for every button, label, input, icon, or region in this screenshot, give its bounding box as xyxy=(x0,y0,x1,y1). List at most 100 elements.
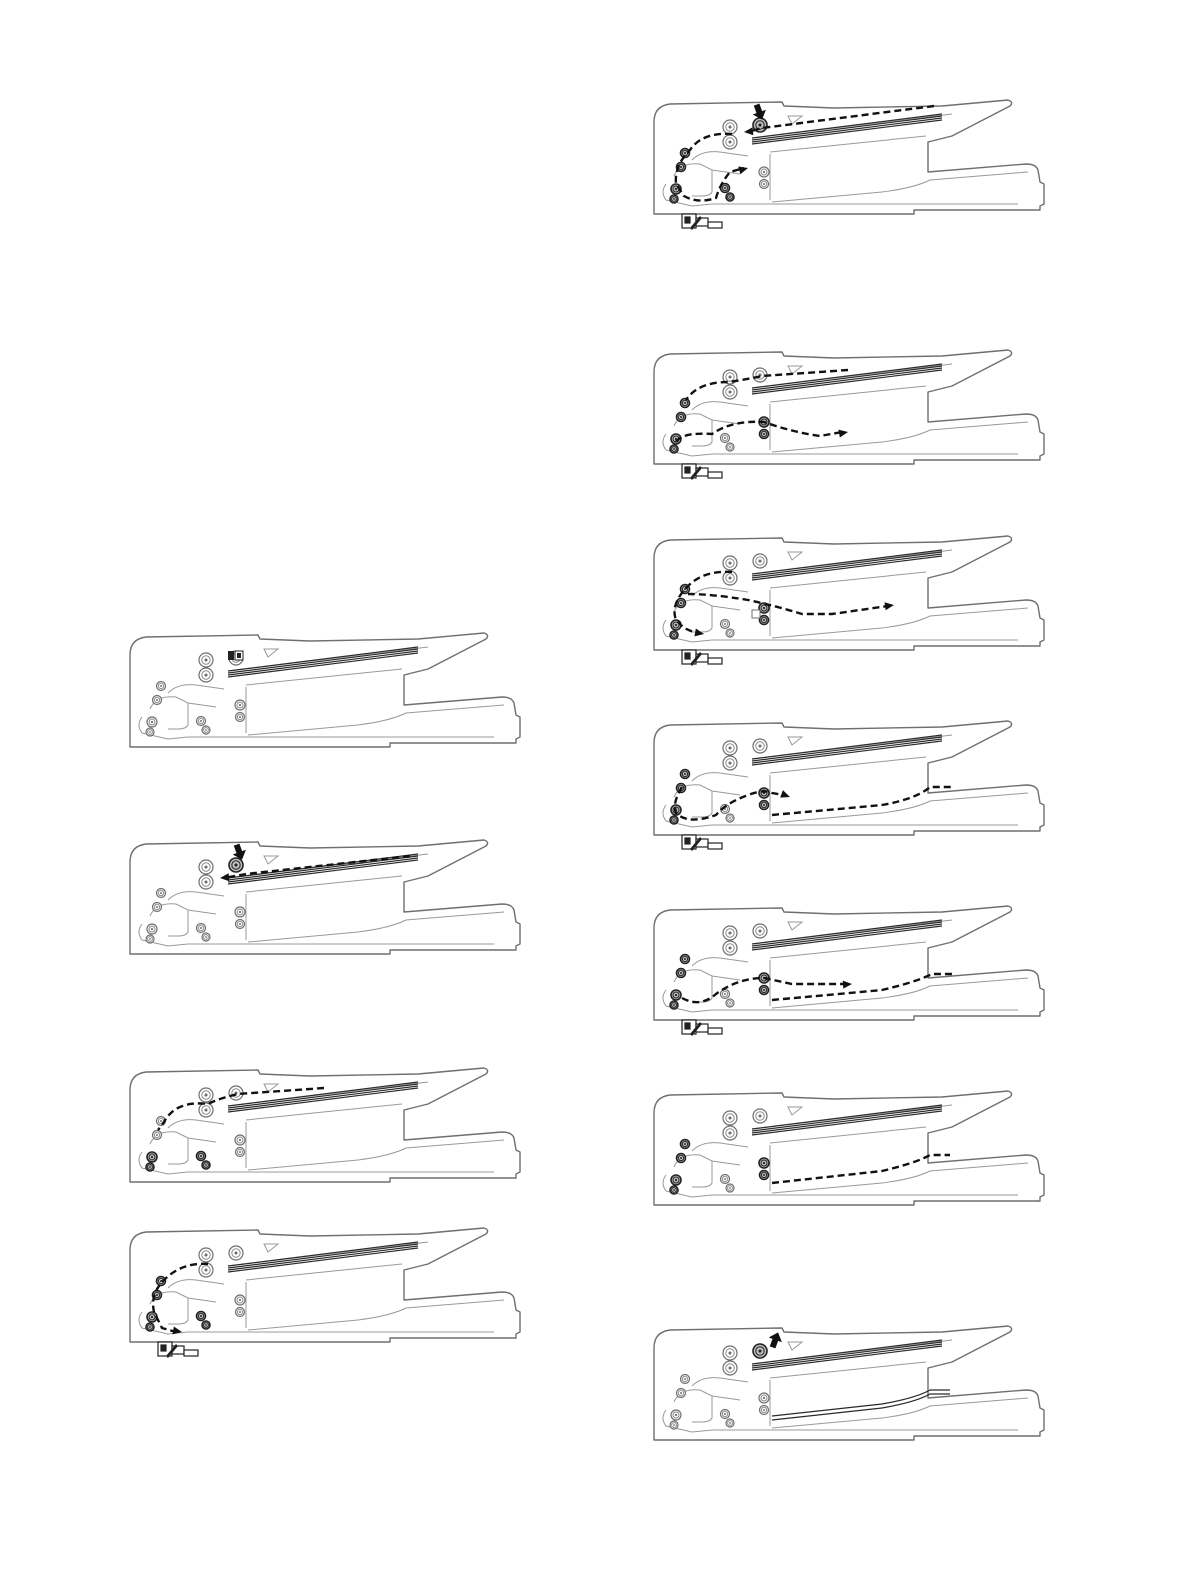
reading-front-roller xyxy=(147,1152,157,1162)
exit-lower-roller xyxy=(760,430,769,439)
adf-diagram-svg xyxy=(652,1318,1052,1458)
exit-upper-roller xyxy=(759,1393,769,1403)
adf-diagram-svg xyxy=(652,898,1052,1038)
document-sheet-1 xyxy=(228,1242,418,1266)
reading-front-roller xyxy=(671,1175,681,1185)
exit-upper-roller xyxy=(235,1295,245,1305)
pickup-solenoid-icon xyxy=(228,651,243,660)
document-sheet-1 xyxy=(752,735,942,759)
exit-upper-roller xyxy=(235,907,245,917)
lower-guide xyxy=(663,434,712,456)
paper-path-separation xyxy=(158,1088,324,1130)
registration-upper-roller xyxy=(157,682,166,691)
lower-guide xyxy=(663,805,712,827)
path-arrowhead xyxy=(838,428,848,437)
adf-diagram-left-1 xyxy=(128,625,528,765)
document-sheet-1 xyxy=(228,647,418,671)
guide-lines xyxy=(150,1120,224,1164)
document-stopper xyxy=(788,737,802,745)
separation-roller xyxy=(723,756,737,770)
reading-out-lower-roller xyxy=(726,1184,734,1192)
feed-roller xyxy=(199,1088,213,1102)
adf-diagram-group xyxy=(130,1228,520,1342)
registration-upper-roller xyxy=(681,955,690,964)
reading-out-roller xyxy=(721,434,730,443)
reading-out-lower-roller xyxy=(726,629,734,637)
ejected-sheet-1 xyxy=(772,1390,950,1416)
adf-chassis xyxy=(654,906,1044,1020)
document-sensor-icon xyxy=(682,1020,722,1036)
separation-roller xyxy=(199,1263,213,1277)
path-arrowhead xyxy=(172,1326,182,1335)
registration-upper-roller xyxy=(681,770,690,779)
document-stopper xyxy=(788,552,802,560)
adf-diagram-group xyxy=(130,1068,520,1182)
document-sheet-3 xyxy=(752,739,942,763)
adf-chassis xyxy=(654,1326,1044,1440)
document-sheet-1 xyxy=(752,364,942,388)
adf-diagram-right-5 xyxy=(652,898,1052,1038)
adf-chassis xyxy=(130,633,520,747)
document-sheet-4 xyxy=(752,556,942,580)
lower-guide xyxy=(663,620,712,642)
registration-lower-roller xyxy=(153,903,162,912)
lower-guide xyxy=(139,924,188,946)
feed-roller xyxy=(723,741,737,755)
reading-out-roller xyxy=(197,1152,206,1161)
adf-diagram-svg xyxy=(652,528,1052,668)
reading-rear-roller xyxy=(670,1001,678,1009)
path-arrowhead xyxy=(738,164,749,174)
adf-diagram-group xyxy=(130,840,520,954)
document-sheet-1 xyxy=(752,1105,942,1129)
document-sheet-3 xyxy=(228,1246,418,1270)
exit-lower-roller xyxy=(760,180,769,189)
exit-lower-roller xyxy=(760,1406,769,1415)
document-sheet-2 xyxy=(752,1342,942,1366)
path-arrowhead xyxy=(694,628,704,637)
feed-roller xyxy=(199,1248,213,1262)
reading-out-lower-roller xyxy=(726,193,734,201)
adf-chassis xyxy=(130,1068,520,1182)
registration-upper-roller xyxy=(681,1375,690,1384)
adf-diagram-group xyxy=(654,100,1044,214)
path-arrowhead xyxy=(744,127,754,136)
exit-lower-roller xyxy=(760,616,769,625)
reading-out-roller xyxy=(721,1410,730,1419)
reading-out-lower-roller xyxy=(726,999,734,1007)
exit-tray-line xyxy=(772,608,1028,638)
path-arrowhead xyxy=(843,980,853,989)
adf-diagram-right-6 xyxy=(652,1083,1052,1223)
reading-out-roller xyxy=(197,1312,206,1321)
exit-tray-line xyxy=(772,978,1028,1008)
pickup-roller xyxy=(229,858,243,872)
reading-out-lower-roller xyxy=(726,1419,734,1427)
adf-diagram-group xyxy=(654,906,1044,1020)
document-sheet-3 xyxy=(752,554,942,578)
document-sensor-icon xyxy=(158,1342,198,1358)
lower-guide xyxy=(139,1312,188,1334)
guide-lines xyxy=(150,892,224,936)
document-sheet-2 xyxy=(228,856,418,880)
exit-tray-line xyxy=(248,1140,504,1170)
lower-guide xyxy=(663,1175,712,1197)
pickup-roller xyxy=(753,1344,767,1358)
adf-chassis xyxy=(654,1091,1044,1205)
document-sheet-4 xyxy=(752,926,942,950)
separation-roller xyxy=(723,135,737,149)
paper-path-out xyxy=(688,594,888,614)
document-sheet-4 xyxy=(752,1346,942,1370)
reading-out-roller xyxy=(721,620,730,629)
feed-roller xyxy=(199,653,213,667)
feed-roller xyxy=(723,1346,737,1360)
adf-diagram-right-3 xyxy=(652,528,1052,668)
pickup-roller xyxy=(753,924,767,938)
adf-chassis xyxy=(130,840,520,954)
document-sheet-1 xyxy=(752,1340,942,1364)
paper-path-exit-2 xyxy=(772,974,952,1000)
reading-rear-roller xyxy=(670,1186,678,1194)
path-arrowhead xyxy=(780,790,791,801)
document-stopper xyxy=(788,1342,802,1350)
adf-diagram-group xyxy=(654,1091,1044,1205)
document-sheet-3 xyxy=(752,1344,942,1368)
reading-out-lower-roller xyxy=(202,933,210,941)
